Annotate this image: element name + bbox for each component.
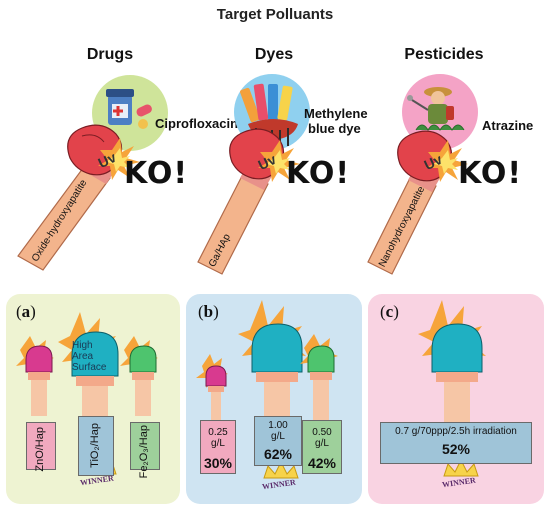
ko-drugs: KO! [124,156,189,191]
category-dyes: Dyes [254,46,294,63]
panel-c-label: (c) [380,302,399,321]
pesticides-illustration [367,74,478,275]
panel-a-label: (a) [16,302,36,321]
ko-dyes: KO! [286,156,351,191]
dyes-illustration [197,74,310,275]
box-b-0.25: 0.25 g/L 30% [200,420,236,474]
box-zno-hap: ZnO/Hap [26,422,56,472]
pollutant-dyes-line2: blue dye [308,121,361,136]
category-pesticides: Pesticides [404,46,484,63]
farmer-sprayer-icon [407,87,465,131]
box-c-condition: 0.7 g/70ppp/2.5h irradiation 52% [380,422,532,464]
pesticides-arm-glove [367,130,453,275]
ko-pesticides: KO! [458,156,523,191]
box-tio2-hap: TiO₂/Hap [78,416,114,476]
pollutant-drugs: Ciprofloxacin [155,116,239,131]
figure-title: Target Polluants [216,6,334,23]
panel-b-label: (b) [198,302,219,321]
box-b-0.50: 0.50 g/L 42% [302,420,342,474]
box-fe2o3-hap: Fe₂O₃/Hap [130,422,160,478]
capsule-icon [136,104,152,117]
pollutant-dyes-line1: Methylene [304,106,368,121]
pollutant-pesticides: Atrazine [482,118,534,133]
box-b-1.00: 1.00 g/L 62% [254,416,302,466]
category-drugs: Drugs [86,46,134,63]
drugs-illustration [17,75,168,271]
